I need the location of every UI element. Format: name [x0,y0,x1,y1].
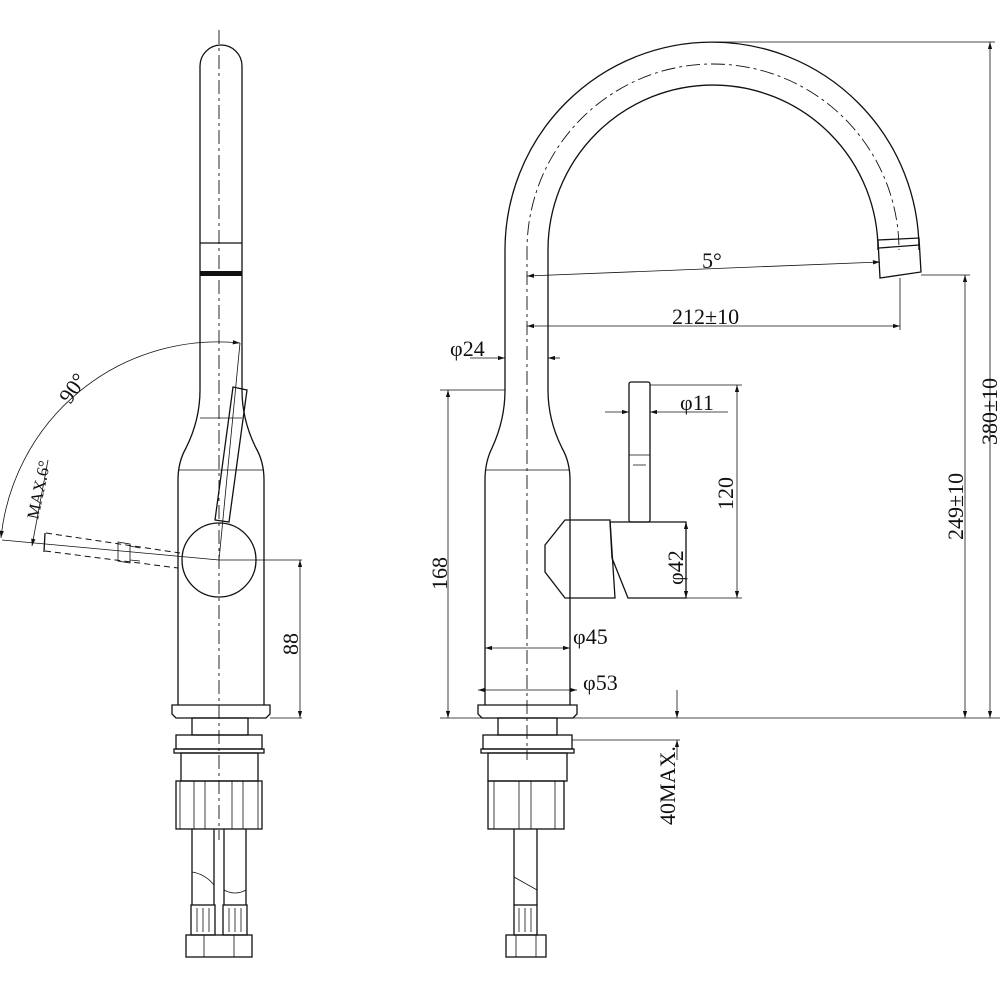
angle-max-label: MAX.6° [23,459,54,521]
side-body [177,389,265,705]
dim-phi11-label: φ11 [680,390,714,415]
dim-168-label: 168 [427,557,452,590]
angle-90-label: 90° [54,368,92,408]
side-view: 90° MAX.6° 88 [0,30,303,958]
front-hose-bend-mark [513,876,538,891]
hex-nut-facets [203,935,235,957]
front-hex-nut-facets [515,935,537,957]
dim-88-extension-lines [219,559,302,719]
side-stem [191,717,249,736]
side-shank [180,752,259,782]
dim-5deg [526,260,881,278]
front-spout [504,41,920,390]
front-spout-centerline [526,63,900,410]
front-mounting-nut [487,780,565,830]
angle-arc-90 [0,340,241,539]
side-spout [199,44,243,390]
dim-249-label: 249±10 [943,473,968,540]
front-view: 5° 212±10 φ24 φ11 120 168 φ42 φ45 φ53 40… [427,41,1000,958]
nut-ribs [179,781,259,829]
front-supply-hose [513,829,538,905]
dim-120-extension-lines [650,384,742,599]
dim-height-extension-lines [712,41,995,276]
hose-bend-marks [191,871,247,894]
handle-lowered-axis [1,539,220,561]
spout-outlet [877,237,922,279]
front-body [484,389,571,705]
dim-212-label: 212±10 [672,304,739,329]
lever-housing [544,519,616,599]
lever-housing-cap [609,521,687,599]
side-base-flange [171,704,271,719]
side-handle-up [214,386,248,523]
side-hex-nuts [185,934,253,958]
dim-5deg-label: 5° [702,248,722,273]
spout-outlet-line [878,244,920,249]
front-stem [497,717,558,736]
handle-lowered-end [43,532,46,553]
front-shank [487,752,568,782]
dim-88-label: 88 [278,633,303,655]
front-nut-ribs [493,781,556,829]
side-supply-hoses [191,829,247,905]
front-connector-ribs [518,908,532,932]
connector-ribs [196,908,242,932]
dim-phi53-label: φ53 [583,670,618,695]
dim-phi42-label: φ42 [663,550,688,585]
front-hex-nut [505,934,547,958]
front-washer [482,734,573,750]
spout-band [200,271,242,276]
front-handle-collar [629,454,650,466]
dim-120-label: 120 [713,477,738,510]
angle-max-leader [31,459,49,547]
front-base-flange [477,704,578,719]
front-handle [628,381,651,523]
dim-baseline-extension-lines [440,389,1000,719]
front-hose-connector [513,904,538,936]
dim-380-label: 380±10 [977,378,1000,445]
dim-phi24-label: φ24 [450,336,485,361]
dim-40max-label: 40MAX. [655,746,680,825]
dim-phi45-label: φ45 [573,624,608,649]
handle-lowered-collar [117,541,141,564]
